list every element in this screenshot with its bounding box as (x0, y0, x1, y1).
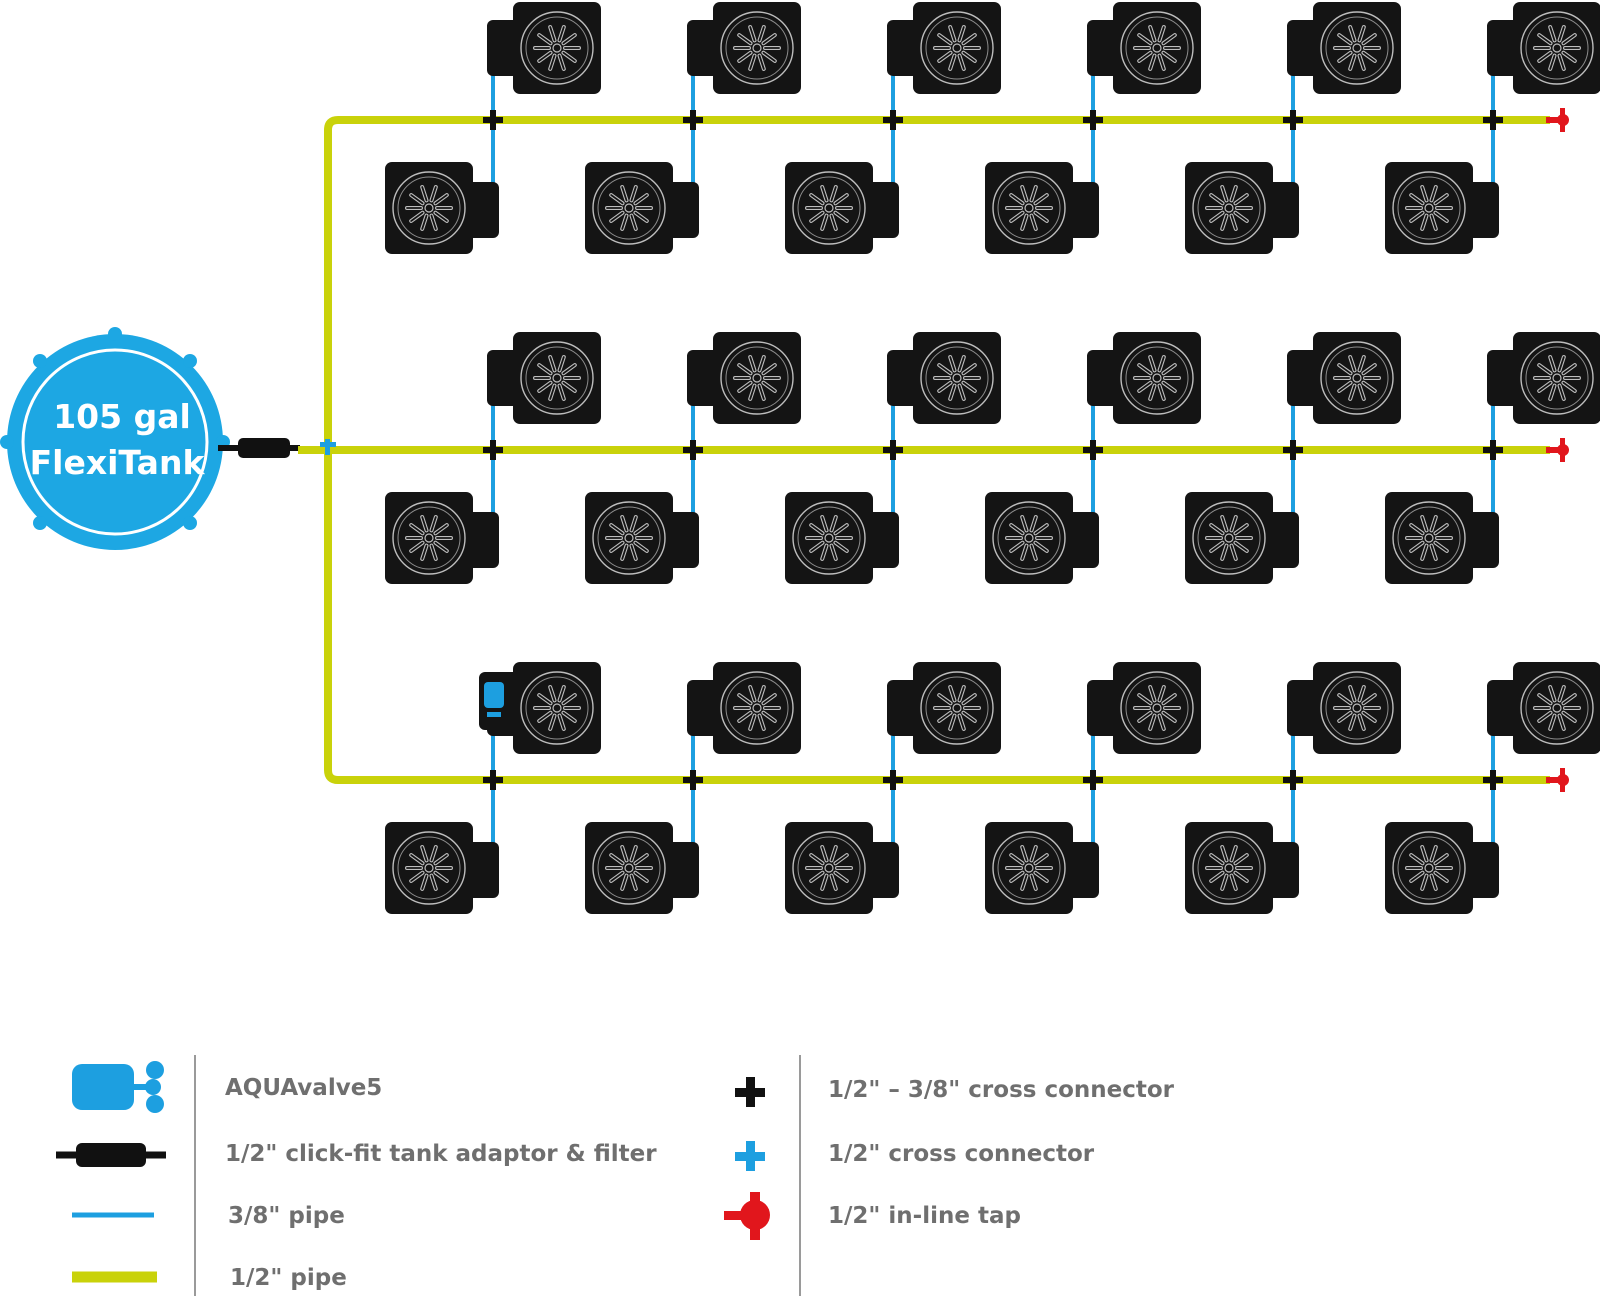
pot-top (887, 662, 1001, 754)
cross-connector (483, 440, 503, 460)
legend-label-aquavalve: AQUAvalve5 (225, 1075, 383, 1101)
pot-bottom (385, 492, 499, 584)
pot-top (1287, 2, 1401, 94)
pot-bottom (785, 162, 899, 254)
cross-connector (1083, 440, 1103, 460)
pot-bottom (1185, 822, 1299, 914)
aquavalve-legend-icon (72, 1061, 164, 1113)
cross-connector (1283, 440, 1303, 460)
cross-connector (883, 770, 903, 790)
pot-bottom (385, 822, 499, 914)
legend-label-cross-12: 1/2" cross connector (828, 1141, 1095, 1167)
tank-adaptor-filter (218, 438, 300, 458)
cross-connector (683, 110, 703, 130)
pot-top (1087, 662, 1201, 754)
pot-bottom (1385, 822, 1499, 914)
inline-tap (1546, 108, 1569, 132)
pot-bottom (785, 822, 899, 914)
blue-cross-connector (320, 439, 336, 455)
pot-bottom (585, 162, 699, 254)
blue-cross-connector-legend-icon (735, 1141, 765, 1171)
cross-connector (1283, 770, 1303, 790)
legend-label-pipe-12: 1/2" pipe (230, 1265, 347, 1291)
pot-top (1487, 2, 1600, 94)
inline-tap (1546, 768, 1569, 792)
pot-bottom (585, 822, 699, 914)
pot-top (687, 332, 801, 424)
cross-connector (683, 440, 703, 460)
aquavalve (479, 672, 519, 730)
cross-connector (883, 110, 903, 130)
pot-rows (385, 2, 1600, 914)
pot-bottom (1185, 162, 1299, 254)
tank-adaptor-legend-icon (56, 1143, 166, 1167)
pot-top (1087, 2, 1201, 94)
pot-top (887, 332, 1001, 424)
pot-bottom (985, 162, 1099, 254)
pot-bottom (985, 492, 1099, 584)
cross-connector (483, 110, 503, 130)
pot-bottom (985, 822, 1099, 914)
legend-label-tank-adaptor: 1/2" click-fit tank adaptor & filter (225, 1141, 657, 1167)
pot-bottom (785, 492, 899, 584)
tank-volume: 105 gal (53, 397, 191, 436)
cross-connector (683, 770, 703, 790)
cross-connector (883, 440, 903, 460)
cross-connector (1083, 770, 1103, 790)
legend-label-pipe-38: 3/8" pipe (228, 1203, 345, 1229)
cross-connector-legend-icon (735, 1077, 765, 1107)
pot-top (1287, 332, 1401, 424)
cross-connector (483, 770, 503, 790)
cross-connector (1483, 110, 1503, 130)
pot-bottom (385, 162, 499, 254)
legend-label-cross-12-38: 1/2" – 3/8" cross connector (828, 1077, 1175, 1103)
pot-top (487, 332, 601, 424)
pot-bottom (1185, 492, 1299, 584)
pot-bottom (585, 492, 699, 584)
pot-bottom (1385, 492, 1499, 584)
pot-top (1287, 662, 1401, 754)
pot-top (487, 2, 601, 94)
pot-top (687, 662, 801, 754)
legend-label-tap-12: 1/2" in-line tap (828, 1203, 1021, 1229)
cross-connector (1283, 110, 1303, 130)
inline-tap-legend-icon (724, 1192, 770, 1240)
pot-top (887, 2, 1001, 94)
tank-name: FlexiTank (30, 443, 206, 482)
flexitank: 105 gal FlexiTank (0, 327, 230, 550)
cross-connector (1483, 770, 1503, 790)
cross-connector (1483, 440, 1503, 460)
pot-top (1487, 332, 1600, 424)
pot-top (1087, 332, 1201, 424)
cross-connector (1083, 110, 1103, 130)
pot-bottom (1385, 162, 1499, 254)
inline-tap (1546, 438, 1569, 462)
pot-top (1487, 662, 1600, 754)
pot-top (687, 2, 801, 94)
